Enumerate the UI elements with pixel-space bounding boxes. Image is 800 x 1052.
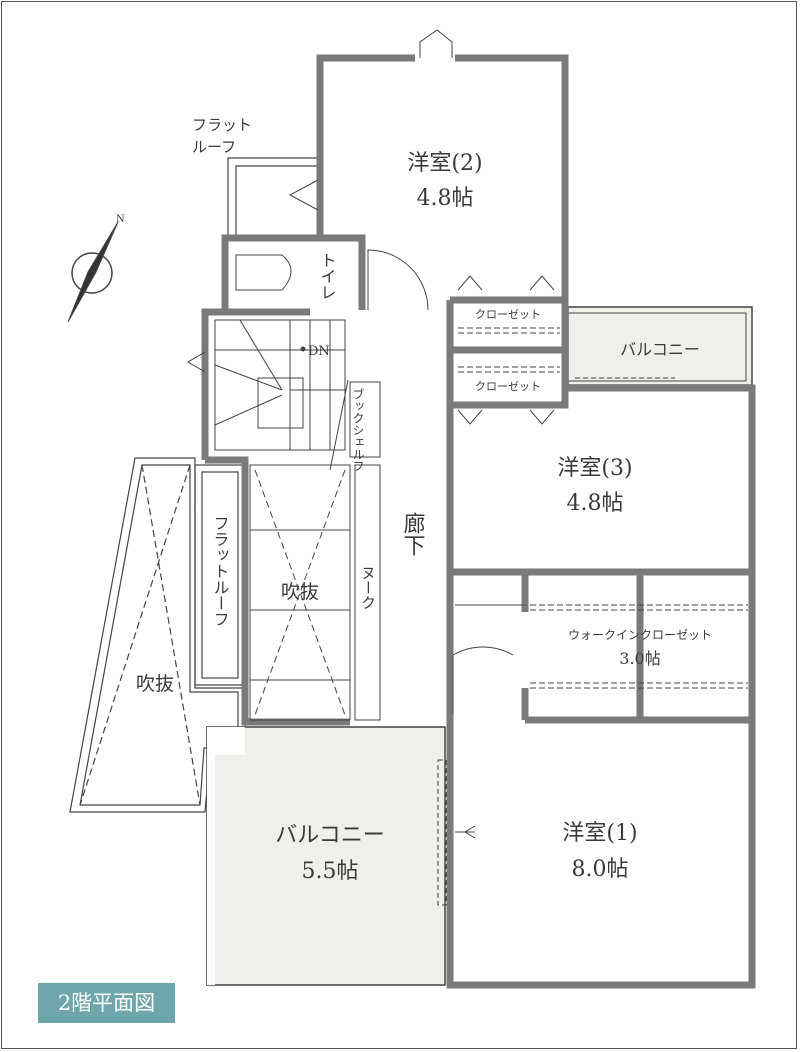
balcony-small-area <box>567 306 753 386</box>
closet-a-name: クローゼット <box>475 308 541 321</box>
balcony-small-name: バルコニー <box>620 340 700 359</box>
room2-size: 4.8帖 <box>417 186 474 211</box>
room1-name: 洋室(1) <box>562 821 637 846</box>
compass-north-label: N <box>116 214 125 225</box>
room1-size: 8.0帖 <box>572 857 629 882</box>
wic-size: 3.0帖 <box>619 649 660 668</box>
nook-name: ヌーク <box>359 565 377 610</box>
room3-size: 4.8帖 <box>567 491 624 516</box>
flat-roof-side-name: フラットルーフ <box>211 515 230 627</box>
void-center-name: 吹抜 <box>281 581 319 603</box>
void-left-name: 吹抜 <box>136 673 174 695</box>
flat-roof-top-line2: ルーフ <box>192 138 236 156</box>
room2-name: 洋室(2) <box>407 151 482 176</box>
hallway-name: 廊下 <box>400 512 426 556</box>
balcony-main-area <box>206 726 446 986</box>
flat-roof-top-line1: フラット <box>192 116 252 134</box>
closet-b-name: クローゼット <box>475 380 541 393</box>
wic-name: ウォークインクローゼット <box>568 628 712 642</box>
bookshelf-name: ブックシェルフ <box>351 387 365 472</box>
floor-title-badge: 2階平面図 <box>38 983 175 1023</box>
balcony-main-size: 5.5帖 <box>302 859 359 884</box>
room3-name: 洋室(3) <box>557 456 632 481</box>
balcony-main-name: バルコニー <box>275 823 385 848</box>
stairs-dn-label: DN <box>308 344 330 359</box>
toilet-name: トイレ <box>318 252 337 300</box>
compass-needle-icon <box>67 221 119 323</box>
staircase <box>214 319 346 451</box>
